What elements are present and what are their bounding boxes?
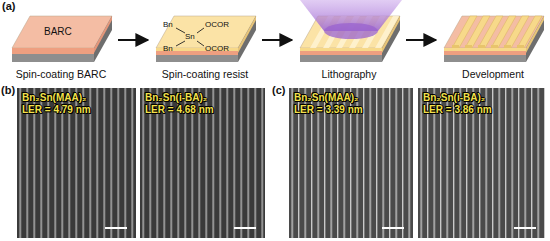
wafer-slab <box>8 12 114 66</box>
ler-value: LER = 4.68 nm <box>145 104 260 116</box>
panel-letter: (a) <box>2 0 15 12</box>
process-arrow <box>262 39 292 41</box>
step-caption: Lithography <box>296 68 402 80</box>
atom-label: Bn <box>163 44 173 53</box>
process-arrow <box>406 39 436 41</box>
compound-name: Bn₂Sn(i-BA)₂ <box>145 92 260 104</box>
scale-bar <box>382 227 404 229</box>
atom-label: OCOR <box>205 44 229 53</box>
sem-image: Bn₂Sn(i-BA)₂LER = 4.68 nm <box>140 88 265 238</box>
compound-name: Bn₂Sn(MAA)₂ <box>22 92 131 104</box>
layer-label: BARC <box>44 26 72 37</box>
atom-label: Sn <box>185 32 195 41</box>
sem-image: Bn₂Sn(MAA)₂LER = 3.39 nm <box>289 88 413 238</box>
ler-value: LER = 4.79 nm <box>22 104 131 116</box>
wafer-slab <box>296 12 402 66</box>
panel-letter: (c) <box>272 84 285 96</box>
wafer-slab <box>440 12 546 66</box>
process-arrow <box>118 39 148 41</box>
sem-image: Bn₂Sn(i-BA)₂LER = 3.86 nm <box>418 88 545 238</box>
compound-name: Bn₂Sn(MAA)₂ <box>294 92 408 104</box>
process-slab: Lithography <box>296 12 402 82</box>
scale-bar <box>234 227 256 229</box>
step-caption: Spin-coating resist <box>152 68 258 80</box>
step-caption: Spin-coating BARC <box>8 68 114 80</box>
compound-name: Bn₂Sn(i-BA)₂ <box>423 92 540 104</box>
ler-value: LER = 3.39 nm <box>294 104 408 116</box>
step-caption: Development <box>440 68 546 80</box>
atom-label: Bn <box>163 20 173 29</box>
ler-value: LER = 3.86 nm <box>423 104 540 116</box>
panel-letter: (b) <box>1 84 15 96</box>
sem-image: Bn₂Sn(MAA)₂LER = 4.79 nm <box>17 88 136 238</box>
process-slab: BARC Spin-coating BARC <box>8 12 114 82</box>
scale-bar <box>105 227 127 229</box>
atom-label: OCOR <box>205 20 229 29</box>
process-slab: Development <box>440 12 546 82</box>
scale-bar <box>514 227 536 229</box>
